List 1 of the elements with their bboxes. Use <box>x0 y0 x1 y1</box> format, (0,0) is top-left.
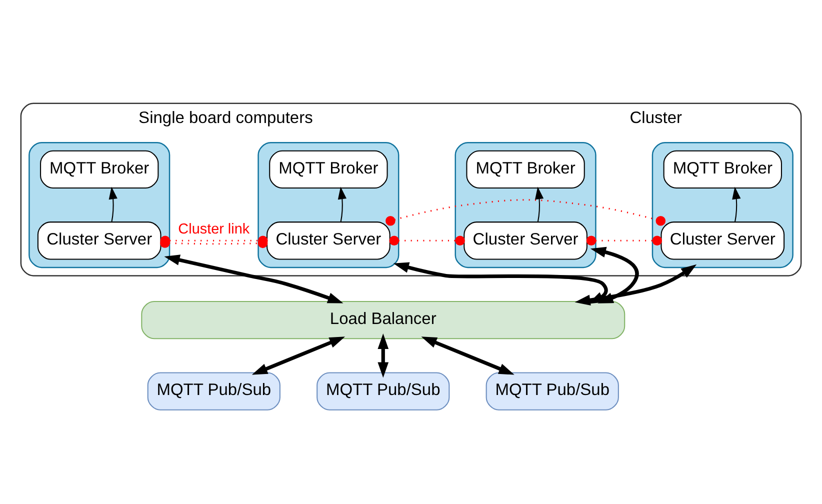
edge-label: Cluster link <box>178 221 250 238</box>
